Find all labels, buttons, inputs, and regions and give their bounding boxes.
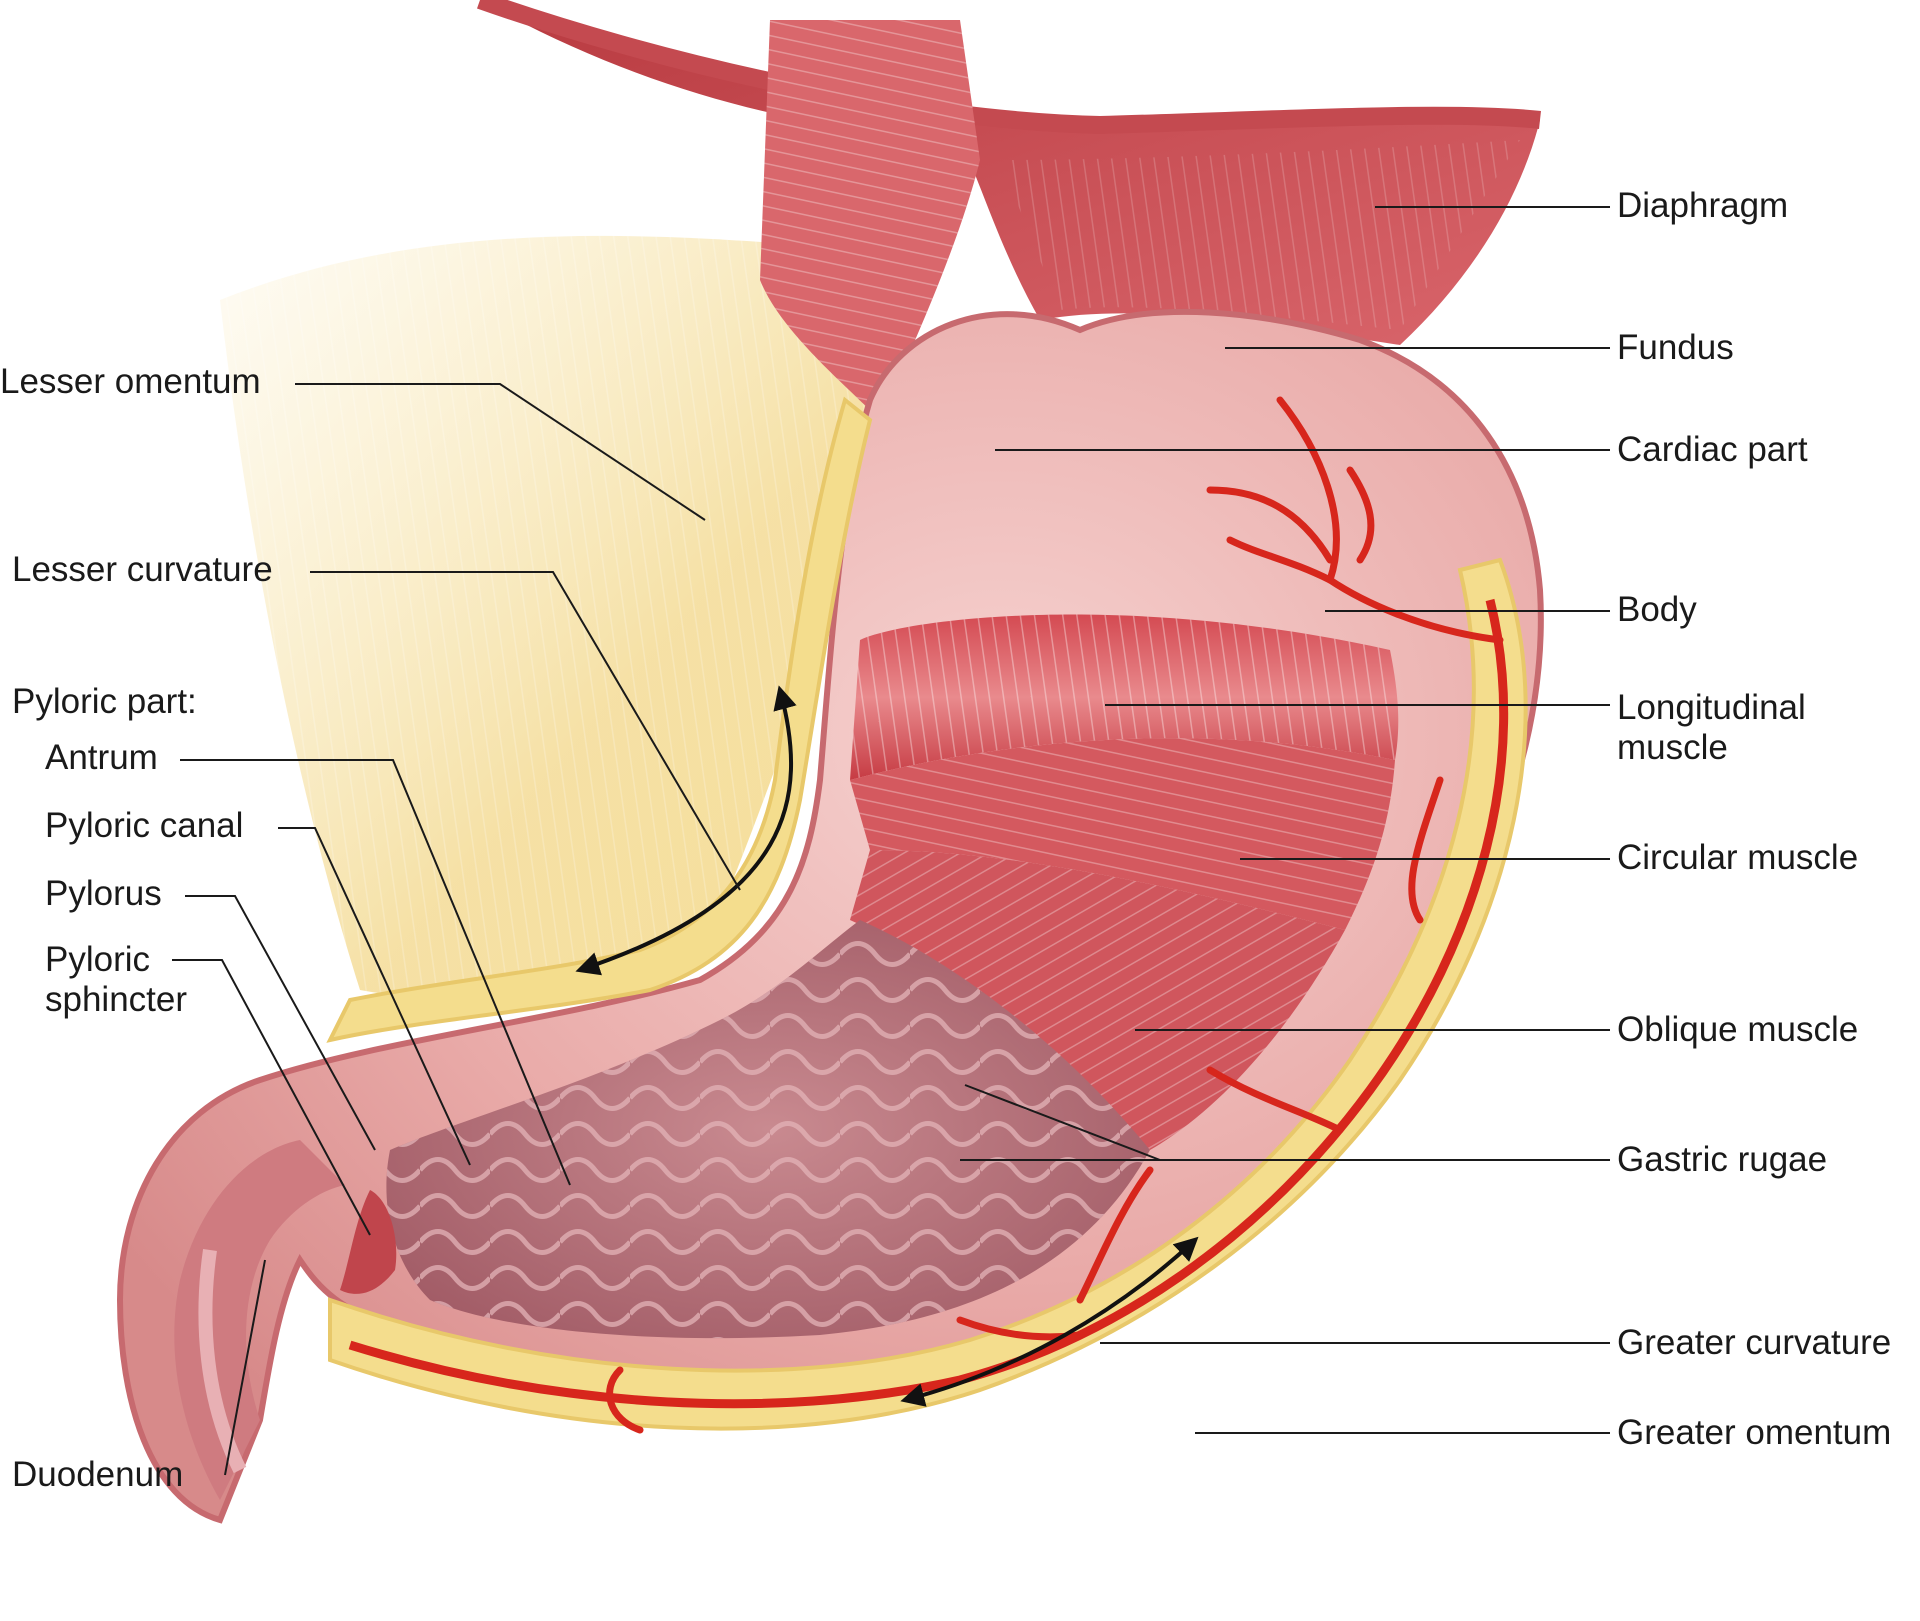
- esophagus-shape: [760, 20, 980, 420]
- label-pyloric-part-heading: Pyloric part:: [12, 682, 197, 721]
- leader-pylorus: [185, 895, 376, 1151]
- label-oblique-muscle: Oblique muscle: [1617, 1010, 1859, 1049]
- label-circular-muscle: Circular muscle: [1617, 838, 1859, 877]
- leader-lines-right: [960, 206, 1610, 1434]
- label-diaphragm: Diaphragm: [1617, 186, 1789, 225]
- label-duodenum: Duodenum: [12, 1455, 184, 1494]
- leader-gastric-rugae-branch: [964, 1084, 1161, 1161]
- lesser-omentum-shape: [220, 235, 880, 1003]
- pylorus-region: [174, 1140, 397, 1500]
- label-pyloric-sphincter-line1: Pyloric: [45, 940, 151, 979]
- leader-lines-left: [172, 383, 741, 1476]
- label-pyloric-canal: Pyloric canal: [45, 806, 244, 845]
- label-fundus: Fundus: [1617, 328, 1734, 367]
- leader-pyloric-canal: [278, 827, 471, 1166]
- label-greater-omentum: Greater omentum: [1617, 1413, 1892, 1452]
- label-pyloric-sphincter: Pyloric sphincter: [45, 940, 187, 1020]
- label-gastric-rugae: Gastric rugae: [1617, 1140, 1828, 1179]
- label-body: Body: [1617, 590, 1697, 629]
- label-longitudinal-muscle-line1: Longitudinal: [1617, 688, 1806, 727]
- leader-antrum: [180, 759, 571, 1186]
- label-greater-curvature: Greater curvature: [1617, 1323, 1892, 1362]
- leader-lesser-omentum: [295, 383, 706, 521]
- label-cardiac-part: Cardiac part: [1617, 430, 1808, 469]
- label-antrum: Antrum: [45, 738, 158, 777]
- label-pylorus: Pylorus: [45, 874, 162, 913]
- label-longitudinal-muscle-line2: muscle: [1617, 728, 1728, 767]
- diaphragm-shape: [477, 0, 1541, 345]
- greater-curvature-arrow: [900, 1236, 1199, 1407]
- label-lesser-omentum: Lesser omentum: [0, 362, 261, 401]
- circular-muscle-layer: [850, 738, 1395, 930]
- gastric-interior: [386, 920, 1150, 1339]
- longitudinal-muscle-layer: [850, 614, 1399, 780]
- leader-pyloric-sphincter: [172, 959, 371, 1236]
- lesser-curvature-arrow: [575, 685, 797, 976]
- label-longitudinal-muscle: Longitudinal muscle: [1617, 688, 1806, 768]
- label-lesser-curvature: Lesser curvature: [12, 550, 273, 589]
- leader-lesser-curvature: [310, 571, 741, 891]
- leader-duodenum: [224, 1259, 266, 1476]
- label-pyloric-sphincter-line2: sphincter: [45, 980, 188, 1019]
